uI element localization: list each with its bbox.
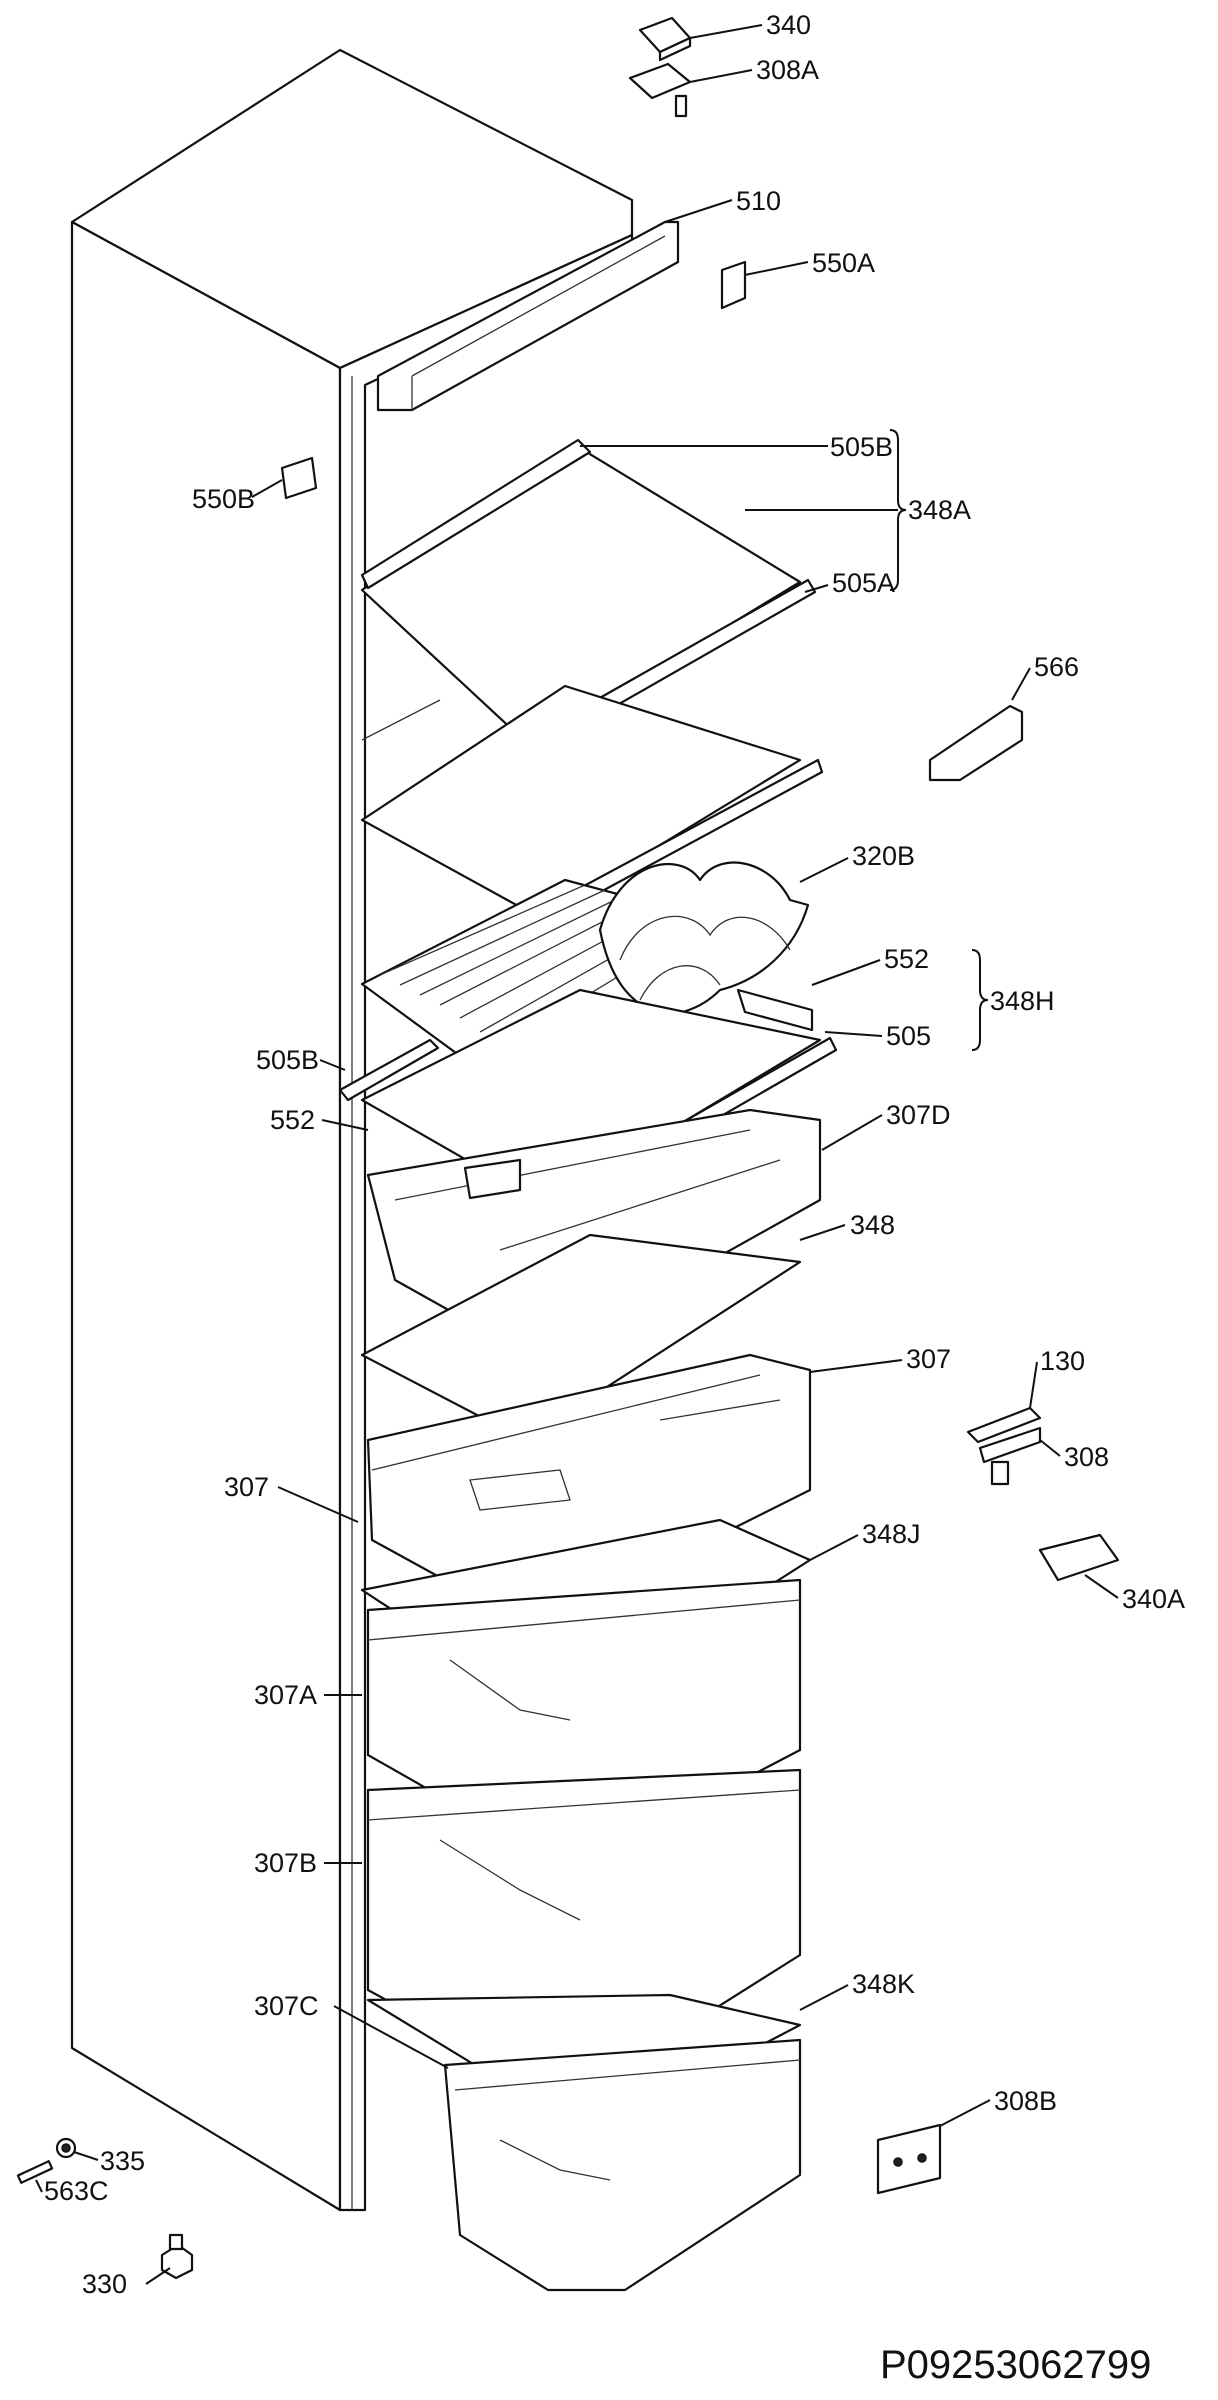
- label-308: 308: [1064, 1442, 1109, 1472]
- label-335: 335: [100, 2146, 145, 2176]
- label-307-right: 307: [906, 1344, 951, 1374]
- label-566: 566: [1034, 652, 1079, 682]
- label-505b-top: 505B: [830, 432, 893, 462]
- hinge-130-308: [966, 1406, 1042, 1486]
- label-552-left: 552: [270, 1105, 315, 1135]
- label-308b: 308B: [994, 2086, 1057, 2116]
- label-330: 330: [82, 2269, 127, 2299]
- wine-rack-320b: [598, 861, 810, 1015]
- hinge-308a: [628, 62, 692, 118]
- label-563c: 563C: [44, 2176, 109, 2206]
- foot-parts: [16, 2137, 194, 2280]
- label-130: 130: [1040, 1346, 1085, 1376]
- label-348j: 348J: [862, 1519, 921, 1549]
- label-340: 340: [766, 10, 811, 40]
- label-308a: 308A: [756, 55, 819, 85]
- drawing-code: P09253062799: [880, 2343, 1151, 2387]
- label-307-left: 307: [224, 1472, 269, 1502]
- label-307b: 307B: [254, 1848, 317, 1878]
- label-550a: 550A: [812, 248, 875, 278]
- label-510: 510: [736, 186, 781, 216]
- label-348k: 348K: [852, 1969, 915, 1999]
- label-307a: 307A: [254, 1680, 317, 1710]
- label-320b: 320B: [852, 841, 915, 871]
- handle-340a: [1038, 1533, 1120, 1582]
- bracket-550a: [720, 260, 747, 310]
- label-505: 505: [886, 1021, 931, 1051]
- drawer-307c: [443, 2038, 802, 2292]
- bracket-550b: [280, 456, 318, 500]
- glass-shelf-348: [360, 1233, 802, 1442]
- leader-lines: [35, 24, 1119, 2285]
- label-348: 348: [850, 1210, 895, 1240]
- label-348a: 348A: [908, 495, 971, 525]
- labels: 340 308A 510 550A 550B 505B 348A 505A 56…: [44, 10, 1185, 2299]
- label-505b-left: 505B: [256, 1045, 319, 1075]
- hinge-308b: [876, 2123, 942, 2195]
- cabinet: [70, 48, 634, 2212]
- label-307c: 307C: [254, 1991, 319, 2021]
- label-340a: 340A: [1122, 1584, 1185, 1614]
- label-307d: 307D: [886, 1100, 951, 1130]
- shelf-glass-2: [360, 684, 824, 930]
- part-566: [928, 704, 1024, 782]
- hinge-cover-340: [638, 16, 692, 62]
- label-348h: 348H: [990, 986, 1055, 1016]
- label-505a: 505A: [832, 568, 895, 598]
- bracket-braces: [889, 429, 989, 1051]
- label-550b: 550B: [192, 484, 255, 514]
- label-552-right: 552: [884, 944, 929, 974]
